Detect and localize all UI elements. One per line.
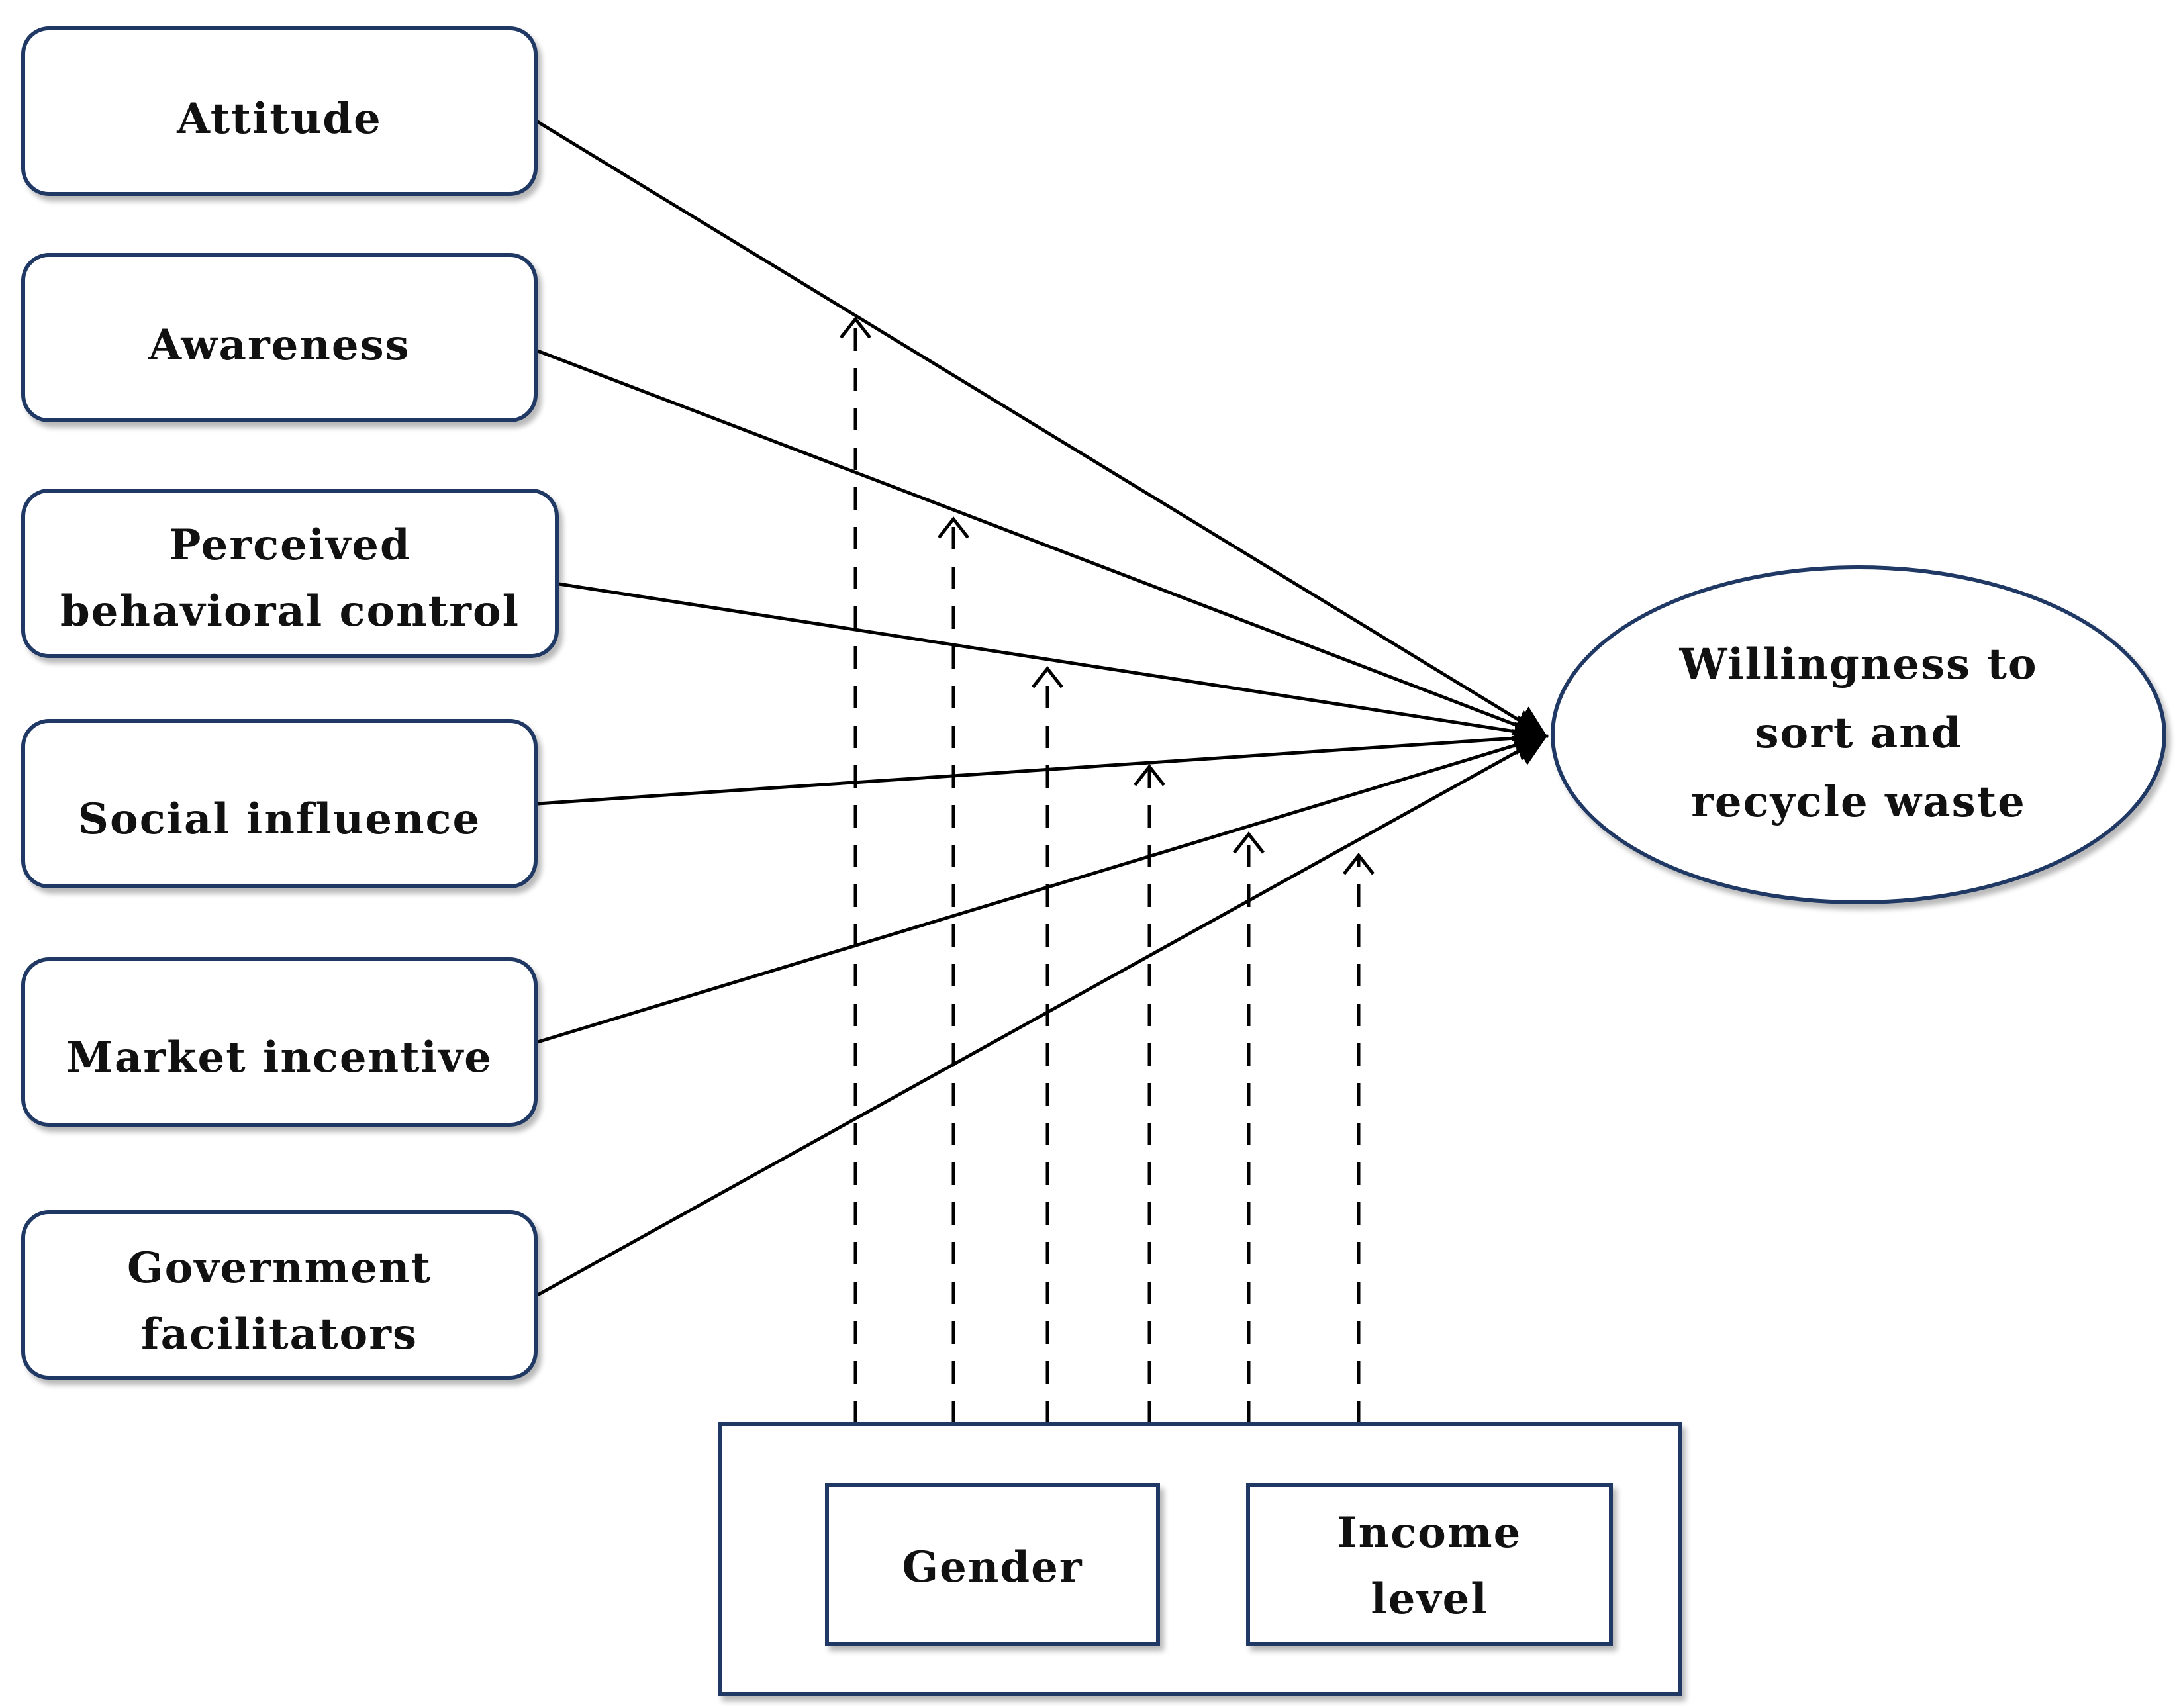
government-facilitators-box: Government facilitators xyxy=(21,1210,538,1380)
path-awareness-to-willingness xyxy=(537,349,1549,741)
path-social-to-willingness xyxy=(537,722,1549,806)
market-incentive-box: Market incentive xyxy=(21,957,538,1127)
willingness-label-line3: recycle waste xyxy=(1691,777,2026,827)
moderation-arrow-attitude xyxy=(840,316,871,1423)
social-influence-box: Social influence xyxy=(21,719,538,888)
gender-label: Gender xyxy=(902,1542,1083,1592)
gender-box: Gender xyxy=(825,1483,1160,1646)
willingness-label-line1: Willingness to xyxy=(1679,640,2038,689)
path-attitude-to-willingness xyxy=(536,120,1549,738)
moderation-arrow-government xyxy=(1343,852,1375,1423)
market-incentive-label: Market incentive xyxy=(66,1033,493,1082)
perceived-behavioral-control-label-line2: behavioral control xyxy=(60,587,520,636)
willingness-label-line2: sort and xyxy=(1755,708,1962,758)
moderation-arrow-social xyxy=(1134,763,1165,1423)
path-pbc-to-willingness xyxy=(558,582,1549,748)
perceived-behavioral-control-label-line1: Perceived xyxy=(169,520,411,570)
income-level-box: Income level xyxy=(1246,1483,1613,1646)
path-government-to-willingness xyxy=(536,734,1549,1297)
perceived-behavioral-control-box: Perceived behavioral control xyxy=(21,489,559,658)
moderation-arrow-awareness xyxy=(938,516,969,1423)
moderation-arrow-market xyxy=(1233,831,1265,1423)
government-facilitators-label-line2: facilitators xyxy=(141,1309,418,1359)
government-facilitators-label-line1: Government xyxy=(126,1243,432,1293)
path-market-to-willingness xyxy=(537,729,1549,1044)
social-influence-label: Social influence xyxy=(77,794,481,844)
income-level-label-line2: level xyxy=(1371,1574,1488,1624)
attitude-label: Attitude xyxy=(177,94,382,144)
willingness-ellipse: Willingness to sort and recycle waste xyxy=(1551,565,2166,904)
income-level-label-line1: Income xyxy=(1337,1508,1522,1558)
awareness-box: Awareness xyxy=(21,253,538,422)
moderation-arrow-pbc xyxy=(1032,665,1063,1423)
attitude-box: Attitude xyxy=(21,26,538,196)
awareness-label: Awareness xyxy=(148,320,411,370)
